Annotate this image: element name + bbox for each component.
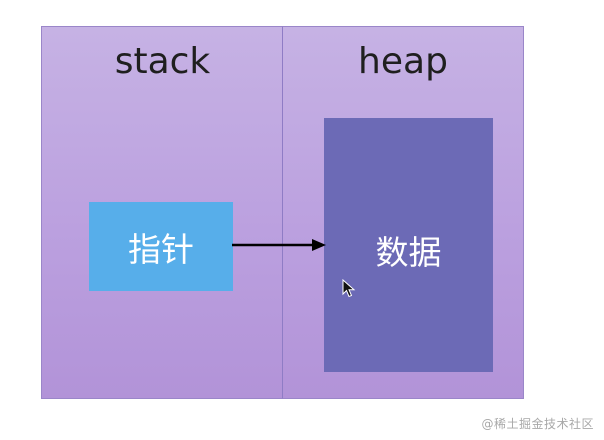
heap-title: heap xyxy=(358,41,448,82)
stack-title: stack xyxy=(114,41,211,82)
watermark: @稀土掘金技术社区 xyxy=(481,417,594,431)
pointer-label: 指针 xyxy=(128,229,194,269)
arrow-head xyxy=(312,239,326,251)
pointer-box: 指针 xyxy=(89,202,233,291)
data-box: 数据 xyxy=(324,118,493,372)
mouse-cursor-icon xyxy=(342,279,356,298)
pointer-arrow xyxy=(232,239,326,251)
data-label: 数据 xyxy=(375,233,442,272)
